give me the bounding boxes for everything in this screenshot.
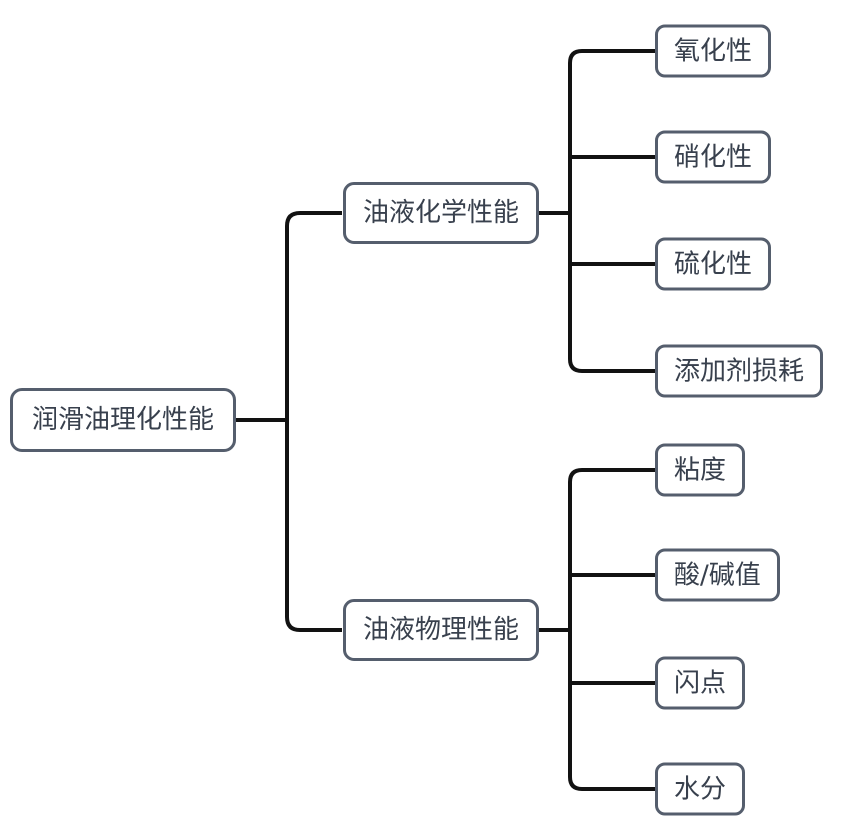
branch-node-chemical: 油液化学性能	[343, 182, 540, 244]
leaf-node-sulfurization: 硫化性	[655, 237, 772, 291]
leaf-node-oxidation: 氧化性	[655, 24, 772, 78]
connector-chem-trunk	[568, 49, 655, 373]
root-node: 润滑油理化性能	[10, 388, 237, 452]
connector-phys-trunk	[568, 468, 655, 791]
leaf-node-nitration: 硝化性	[655, 130, 772, 184]
leaf-node-acid-base-value: 酸/碱值	[655, 548, 780, 602]
leaf-node-flash-point: 闪点	[655, 656, 746, 710]
leaf-node-moisture: 水分	[655, 762, 746, 816]
connector-main-trunk	[285, 211, 342, 632]
leaf-node-additive-depletion: 添加剂损耗	[655, 344, 824, 398]
branch-node-physical: 油液物理性能	[343, 599, 540, 661]
leaf-node-viscosity: 粘度	[655, 443, 746, 497]
